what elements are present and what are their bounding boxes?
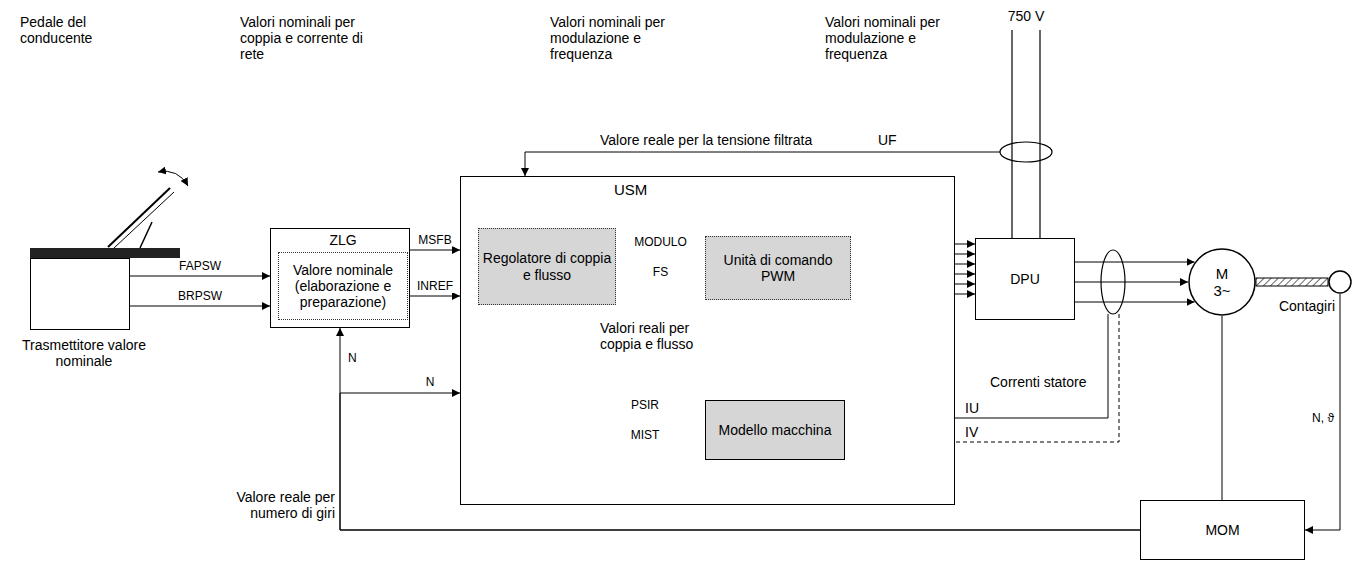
node-text: Regolatore di coppia e flusso: [479, 250, 615, 282]
node-text: Contagiri: [1276, 298, 1338, 314]
signal-arrow: [410, 296, 460, 297]
signal-arrow: [1305, 294, 1340, 530]
column-heading: Valori nominali per modulazione e freque…: [825, 14, 955, 62]
circle-outline: [1328, 270, 1352, 294]
signal-arrow: [130, 276, 270, 277]
signal-name: N: [347, 352, 358, 365]
pedal-base-bar: [30, 248, 180, 258]
motor-shaft: [1256, 278, 1328, 286]
node-text: MOM: [1202, 522, 1242, 538]
dpu-box: DPU: [975, 238, 1075, 320]
signal-name: BRPSW: [177, 290, 223, 303]
pedal-strut: [140, 222, 152, 248]
signal-note: Valore reale per la tensione filtrata: [600, 132, 812, 148]
signal-name: INREF: [416, 280, 454, 293]
node-text: ZLG: [271, 232, 415, 248]
signal-name: IV: [965, 424, 978, 440]
column-heading: Valori nominali per coppia e corrente di…: [240, 14, 380, 62]
usm-box: USM Regolatore di coppia e flusso Unità di…: [460, 176, 955, 505]
signal-name: FS: [652, 266, 669, 279]
pedal-motion-arrow: [158, 171, 188, 186]
signal-name: PSIR: [630, 399, 660, 412]
voltage-sensor: [1000, 142, 1052, 162]
signal-note: Valori reali per coppia e flusso: [600, 320, 712, 352]
pedal-label: Pedale del conducente: [20, 14, 125, 46]
node-text: USM: [611, 181, 650, 198]
tachometer-circle: Contagiri: [1328, 270, 1352, 294]
signal-note: Correnti statore: [990, 374, 1086, 390]
signal-name: N: [425, 376, 436, 389]
circle-outline: [1329, 271, 1351, 293]
signal-name: MSFB: [417, 234, 452, 247]
zlg-box: ZLGValore nominale (elaborazione e prepa…: [270, 228, 410, 328]
motor-circle: M 3~: [1188, 248, 1256, 316]
pwm-unit-box: Unità di comando PWM: [705, 236, 851, 300]
setpoint-box: Valore nominale (elaborazione e preparaz…: [278, 252, 408, 320]
node-text: Valore nominale (elaborazione e preparaz…: [279, 262, 407, 310]
node-text: Unità di comando PWM: [706, 252, 850, 284]
signal-name: UF: [878, 132, 897, 148]
signal-name: N, ϑ: [1311, 412, 1335, 425]
column-heading: Valori nominali per modulazione e freque…: [550, 14, 680, 62]
signal-note: Valore reale per numero di giri: [190, 489, 335, 521]
signal-arrow: [1075, 302, 1195, 303]
signal-name: FAPSW: [178, 260, 222, 273]
node-text: DPU: [1007, 271, 1043, 287]
signal-arrow: [1075, 282, 1188, 283]
signal-arrow: [1222, 316, 1223, 500]
signal-arrow: [1075, 262, 1195, 263]
mom-box: MOM: [1140, 500, 1305, 560]
controller-box: Regolatore di coppia e flusso: [478, 228, 616, 305]
node-text: Modello macchina: [716, 422, 835, 438]
signal-name: IU: [965, 400, 979, 416]
signal-name: MIST: [630, 429, 661, 442]
node-text: M 3~: [1211, 265, 1233, 300]
signal-arrow: [410, 250, 460, 251]
signal-name: MODULO: [633, 236, 688, 249]
transmitter-box: Trasmettitore valore nominale: [30, 258, 130, 330]
pedal-plate: [114, 192, 174, 248]
dc-line: [1039, 30, 1040, 238]
voltage-feedback-wire: [525, 152, 1000, 176]
node-text: Trasmettitore valore nominale: [19, 337, 149, 369]
machine-model-box: Modello macchina: [705, 400, 845, 460]
circle-outline: [1189, 249, 1255, 315]
voltage-label: 750 V: [996, 8, 1056, 24]
pedal-plate: [108, 188, 170, 247]
signal-arrow: [130, 306, 270, 307]
dc-line: [1011, 30, 1012, 238]
